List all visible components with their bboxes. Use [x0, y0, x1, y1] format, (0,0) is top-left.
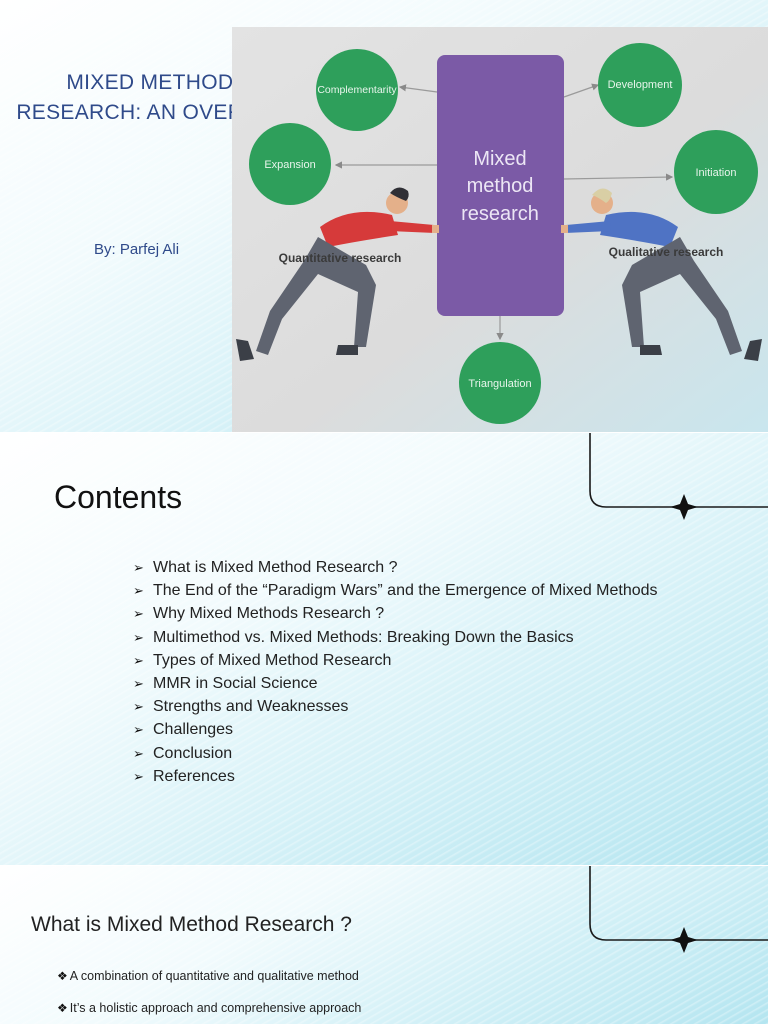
node-label-development: Development	[608, 79, 673, 91]
definition-heading: What is Mixed Method Research ?	[31, 913, 352, 936]
diamond-bullet-icon: ❖	[57, 969, 68, 983]
center-text-line-1: Mixed	[473, 148, 526, 170]
node-development: Development	[598, 43, 682, 127]
connector-development	[563, 83, 600, 98]
list-item: ➢ Conclusion	[133, 742, 658, 765]
quantitative-person-figure	[236, 187, 439, 361]
illustration-svg: Mixed method research Complementarity De…	[232, 27, 768, 432]
list-item: ➢ Why Mixed Methods Research ?	[133, 602, 658, 625]
arrow-bullet-icon: ➢	[133, 560, 144, 575]
list-item-text: Why Mixed Methods Research ?	[153, 605, 385, 623]
list-item-text: Types of Mixed Method Research	[153, 651, 392, 669]
quantitative-label: Quantitative research	[279, 251, 402, 265]
connector-complementarity	[398, 84, 438, 93]
qualitative-label: Qualitative research	[609, 245, 724, 259]
arrow-bullet-icon: ➢	[133, 722, 144, 738]
list-item: ➢ MMR in Social Science	[133, 672, 658, 695]
title-line-1: MIXED METHODS	[66, 71, 248, 94]
list-item-text: Conclusion	[153, 744, 233, 762]
list-item: ➢ The End of the “Paradigm Wars” and the …	[133, 579, 658, 602]
slide-separator	[0, 432, 768, 433]
node-label-expansion: Expansion	[264, 159, 315, 171]
node-label-initiation: Initiation	[696, 167, 737, 179]
list-item-text: What is Mixed Method Research ?	[153, 559, 398, 576]
list-item: ➢ Strengths and Weaknesses	[133, 695, 658, 718]
arrow-bullet-icon: ➢	[133, 768, 144, 784]
list-item: ➢ Challenges	[133, 718, 658, 741]
connector-initiation	[563, 173, 674, 181]
arrow-bullet-icon: ➢	[133, 583, 144, 599]
list-item-text: Challenges	[153, 721, 234, 739]
list-item-text: The End of the “Paradigm Wars” and the E…	[153, 582, 658, 600]
node-label-complementarity: Complementarity	[317, 84, 397, 96]
list-item-text: MMR in Social Science	[153, 675, 318, 693]
center-text-line-3: research	[461, 203, 539, 225]
list-item-text: Multimethod vs. Mixed Methods: Breaking …	[153, 628, 574, 646]
arrow-bullet-icon: ➢	[133, 745, 144, 761]
arrow-bullet-icon: ➢	[133, 676, 144, 692]
mixed-methods-illustration: Mixed method research Complementarity De…	[232, 27, 768, 432]
title-slide: MIXED METHODS RESEARCH: AN OVERVIEW By: …	[0, 0, 768, 432]
center-text-line-2: method	[467, 175, 534, 197]
sparkle-icon	[670, 494, 698, 520]
center-block	[437, 55, 564, 316]
node-triangulation: Triangulation	[459, 342, 541, 424]
corner-ornament	[589, 433, 768, 520]
bullet-item: ❖A combination of quantitative and quali…	[57, 969, 359, 983]
node-label-triangulation: Triangulation	[468, 378, 531, 390]
title-line-2: RESEARCH: AN OVERVIEW	[16, 101, 298, 124]
bullet-item: ❖It’s a holistic approach and comprehens…	[57, 1001, 361, 1015]
node-expansion: Expansion	[249, 123, 331, 205]
slide-separator	[0, 865, 768, 866]
list-item: ➢ Multimethod vs. Mixed Methods: Breaking…	[133, 626, 658, 649]
contents-heading: Contents	[54, 479, 183, 515]
list-item: ➢ References	[133, 765, 658, 788]
author-byline: By: Parfej Ali	[94, 241, 180, 258]
sparkle-icon	[670, 927, 698, 953]
bullet-text: It’s a holistic approach and comprehensi…	[69, 1001, 362, 1015]
arrow-bullet-icon: ➢	[133, 629, 144, 645]
arrow-bullet-icon: ➢	[133, 606, 144, 622]
list-item-text: Strengths and Weaknesses	[153, 698, 349, 716]
slide-title: MIXED METHODS RESEARCH: AN OVERVIEW	[12, 68, 302, 128]
arrow-bullet-icon: ➢	[133, 699, 144, 715]
list-item: ➢ Types of Mixed Method Research	[133, 649, 658, 672]
diamond-bullet-icon: ❖	[57, 1001, 68, 1015]
bullet-text: A combination of quantitative and qualit…	[69, 969, 359, 983]
list-item-text: References	[153, 767, 235, 785]
node-initiation: Initiation	[674, 130, 758, 214]
corner-ornament	[589, 866, 768, 953]
contents-list: ➢ What is Mixed Method Research ? ➢ The En…	[133, 556, 658, 788]
qualitative-person-figure	[561, 188, 762, 361]
definition-slide: What is Mixed Method Research ? ❖A combi…	[0, 866, 768, 1024]
arrow-bullet-icon: ➢	[133, 652, 144, 668]
list-item: ➢ What is Mixed Method Research ?	[133, 556, 658, 579]
contents-slide: Contents ➢ What is Mixed Method Research …	[0, 433, 768, 865]
node-complementarity: Complementarity	[316, 49, 398, 131]
